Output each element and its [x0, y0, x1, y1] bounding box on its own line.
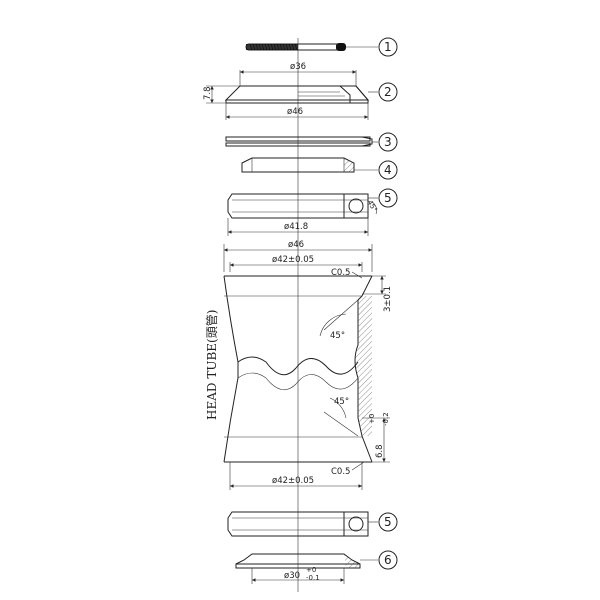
dim-depth-bottom-tol-upper: +0	[368, 414, 376, 424]
dim-chamfer-top: C0.5	[331, 268, 350, 278]
dim-depth-bottom: 6.8	[375, 444, 385, 458]
dim-head-tube-inner-dia-bottom: ø42±0.05	[272, 476, 314, 486]
dim-depth-top: 3±0.1	[383, 286, 393, 312]
head-tube-body: 45° 45°	[223, 275, 373, 463]
callout-part-2: 2	[384, 85, 392, 99]
dim-chamfer-bottom: C0.5	[331, 467, 350, 477]
dims-head-tube-top: ø46 ø42±0.05 C0.5 3±0.1	[223, 240, 393, 312]
part-1-bolt	[245, 43, 346, 51]
part-2-top-cap	[224, 85, 370, 104]
dims-part-2: ø36 7.8 ø46	[203, 62, 369, 120]
part-5-top-bearing: 45°	[227, 193, 379, 219]
part-callouts: 1 2 3 4 5 5 6	[346, 37, 398, 570]
callout-part-5-top: 5	[384, 191, 392, 205]
dim-top-cap-bottom-dia: ø46	[287, 107, 303, 117]
dim-angle-bottom: 45°	[334, 397, 349, 407]
callout-part-6: 6	[384, 553, 392, 567]
dims-part-5-top: ø41.8	[227, 218, 369, 236]
dim-bearing-dia: ø41.8	[284, 222, 308, 232]
dim-depth-bottom-tol-lower: -0.2	[382, 412, 390, 426]
head-tube-label: HEAD TUBE(頭管)	[204, 310, 219, 420]
callout-part-5-bottom: 5	[384, 515, 392, 529]
dim-angle-top: 45°	[330, 331, 345, 341]
part-4-compression-ring	[241, 157, 355, 173]
dim-head-tube-inner-dia-top: ø42±0.05	[272, 255, 314, 265]
dims-part-6: ø30 +0 -0.1	[251, 566, 345, 584]
dim-head-tube-outer-dia: ø46	[288, 240, 304, 250]
dim-crown-race-tol-lower: -0.1	[306, 574, 320, 582]
callout-part-4: 4	[384, 163, 392, 177]
dim-top-cap-top-dia: ø36	[290, 62, 306, 72]
part-5-bottom-bearing	[227, 511, 369, 537]
part-3-seal	[225, 136, 373, 147]
dim-top-cap-height: 7.8	[203, 86, 213, 100]
dims-head-tube-bottom: 6.8 +0 -0.2 C0.5 ø42±0.05	[229, 412, 390, 490]
dim-crown-race-dia: ø30	[284, 571, 300, 581]
callout-part-1: 1	[384, 40, 392, 54]
callout-part-3: 3	[384, 135, 392, 149]
part-6-crown-race	[235, 553, 361, 569]
dim-crown-race-tol-upper: +0	[306, 566, 316, 574]
